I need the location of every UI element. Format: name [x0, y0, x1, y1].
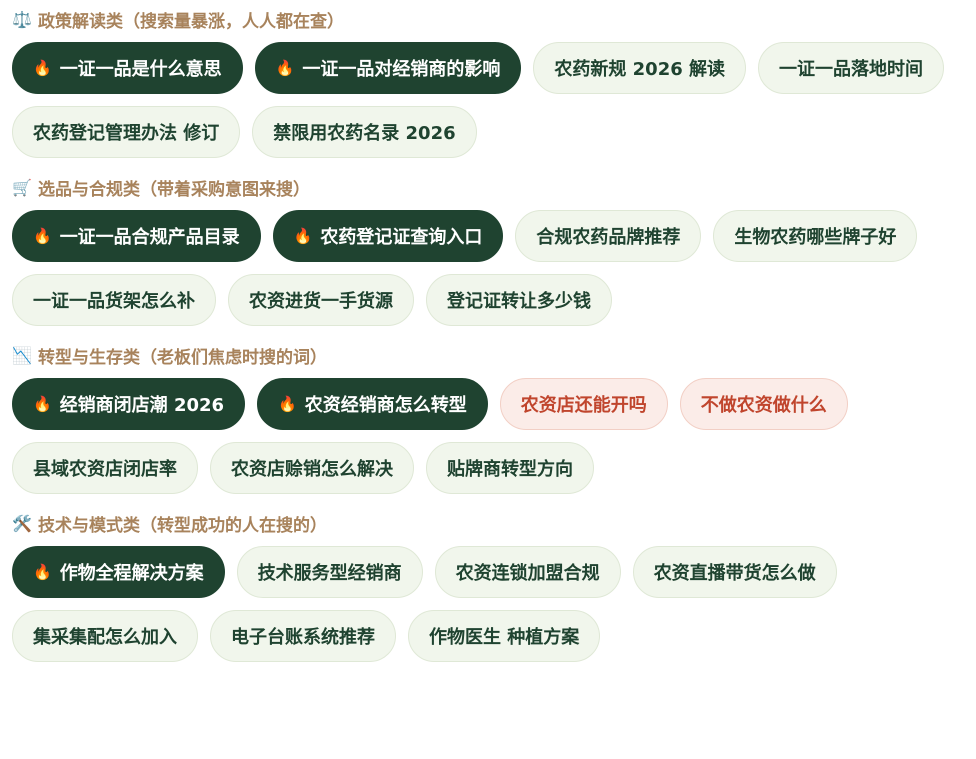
keyword-tag[interactable]: 禁限用农药名录 2026: [252, 106, 477, 158]
keyword-tag[interactable]: 作物医生 种植方案: [408, 610, 601, 662]
keyword-tag-hot[interactable]: 🔥 农药登记证查询入口: [272, 210, 504, 262]
keyword-tag-hot[interactable]: 🔥 农资经销商怎么转型: [257, 378, 488, 430]
keyword-tag[interactable]: 登记证转让多少钱: [426, 274, 612, 326]
cart-icon: 🛒: [12, 177, 32, 197]
tag-label: 技术服务型经销商: [257, 563, 402, 584]
keyword-tag[interactable]: 农药新规 2026 解读: [533, 42, 747, 94]
fire-icon: 🔥: [275, 59, 295, 77]
keyword-tag-hot[interactable]: 🔥 一证一品是什么意思: [12, 42, 243, 94]
tag-label: 农药登记管理办法 修订: [33, 123, 220, 144]
tag-label: 电子台账系统推荐: [231, 627, 375, 648]
section-heading: 🛠️ 技术与模式类（转型成功的人在搜的）: [12, 510, 964, 536]
tag-label: 一证一品对经销商的影响: [302, 59, 501, 80]
fire-icon: 🔥: [33, 395, 52, 413]
fire-icon: 🔥: [278, 395, 297, 413]
tag-label: 县域农资店闭店率: [33, 459, 177, 480]
section-heading: 🛒 选品与合规类（带着采购意图来搜）: [12, 174, 964, 200]
tag-label: 不做农资做什么: [700, 395, 827, 416]
keyword-tag[interactable]: 电子台账系统推荐: [210, 610, 396, 662]
keyword-tag[interactable]: 农资店赊销怎么解决: [210, 442, 414, 494]
tag-label: 农资进货一手货源: [249, 291, 393, 312]
tag-list: 🔥 一证一品是什么意思 🔥 一证一品对经销商的影响 农药新规 2026 解读 一证一…: [12, 42, 964, 158]
fire-icon: 🔥: [33, 227, 52, 245]
tag-label: 集采集配怎么加入: [33, 627, 177, 648]
keyword-tag[interactable]: 一证一品落地时间: [758, 42, 945, 94]
fire-icon: 🔥: [33, 59, 52, 77]
section-technology: 🛠️ 技术与模式类（转型成功的人在搜的） 🔥 作物全程解决方案 技术服务型经销商 …: [12, 510, 964, 662]
keyword-tag[interactable]: 农资连锁加盟合规: [434, 546, 621, 598]
keyword-tag[interactable]: 合规农药品牌推荐: [515, 210, 702, 262]
section-title: 选品与合规类（带着采购意图来搜）: [38, 179, 310, 200]
section-title: 政策解读类（搜索量暴涨，人人都在查）: [38, 11, 344, 32]
tag-label: 一证一品是什么意思: [59, 59, 222, 80]
tag-label: 农资经销商怎么转型: [304, 395, 467, 416]
tag-label: 农药新规 2026 解读: [554, 59, 726, 80]
tag-list: 🔥 作物全程解决方案 技术服务型经销商 农资连锁加盟合规 农资直播带货怎么做 集采…: [12, 546, 964, 662]
tag-label: 登记证转让多少钱: [447, 291, 591, 312]
tag-list: 🔥经销商闭店潮 2026 🔥农资经销商怎么转型 农资店还能开吗 不做农资做什么 …: [12, 378, 964, 494]
tag-label: 农资店赊销怎么解决: [231, 459, 393, 480]
fire-icon: 🔥: [293, 227, 313, 245]
tag-label: 作物全程解决方案: [59, 563, 204, 584]
keyword-tag[interactable]: 农药登记管理办法 修订: [12, 106, 241, 158]
tag-label: 农资直播带货怎么做: [653, 563, 816, 584]
section-selection: 🛒 选品与合规类（带着采购意图来搜） 🔥 一证一品合规产品目录 🔥 农药登记证查询入…: [12, 174, 964, 326]
tag-label: 农药登记证查询入口: [320, 227, 483, 248]
keyword-tag[interactable]: 农资直播带货怎么做: [632, 546, 837, 598]
tag-label: 农资店还能开吗: [520, 395, 647, 416]
tag-label: 禁限用农药名录 2026: [273, 123, 456, 144]
chart-down-icon: 📉: [12, 345, 32, 365]
section-heading: ⚖️ 政策解读类（搜索量暴涨，人人都在查）: [12, 6, 964, 32]
tag-label: 作物医生 种植方案: [429, 627, 580, 648]
keyword-tag-board: ⚖️ 政策解读类（搜索量暴涨，人人都在查） 🔥 一证一品是什么意思 🔥 一证一品对经…: [12, 6, 964, 662]
section-transformation: 📉 转型与生存类（老板们焦虑时搜的词） 🔥 经销商闭店潮 2026 🔥 农资经销商怎…: [12, 342, 964, 494]
keyword-tag[interactable]: 生物农药哪些牌子好: [713, 210, 918, 262]
tag-label: 一证一品货架怎么补: [33, 291, 195, 312]
tag-label: 经销商闭店潮 2026: [59, 395, 225, 416]
keyword-tag[interactable]: 农资进货一手货源: [228, 274, 414, 326]
keyword-tag-warning[interactable]: 农资店还能开吗: [499, 378, 668, 430]
tag-label: 合规农药品牌推荐: [536, 227, 681, 248]
section-title: 技术与模式类（转型成功的人在搜的）: [38, 515, 327, 536]
tag-label: 农资连锁加盟合规: [455, 563, 600, 584]
scales-icon: ⚖️: [12, 9, 32, 29]
keyword-tag-hot[interactable]: 🔥 一证一品合规产品目录: [12, 210, 261, 262]
keyword-tag-hot[interactable]: 🔥 经销商闭店潮 2026: [12, 378, 246, 430]
fire-icon: 🔥: [33, 563, 52, 581]
keyword-tag[interactable]: 县域农资店闭店率: [12, 442, 198, 494]
keyword-tag-hot[interactable]: 🔥 一证一品对经销商的影响: [254, 42, 522, 94]
section-heading: 📉 转型与生存类（老板们焦虑时搜的词）: [12, 342, 964, 368]
section-title: 转型与生存类（老板们焦虑时搜的词）: [38, 347, 327, 368]
keyword-tag[interactable]: 集采集配怎么加入: [12, 610, 198, 662]
keyword-tag[interactable]: 技术服务型经销商: [236, 546, 423, 598]
tag-list: 🔥 一证一品合规产品目录 🔥 农药登记证查询入口 合规农药品牌推荐 生物农药哪些牌子…: [12, 210, 964, 326]
tools-icon: 🛠️: [12, 513, 32, 533]
keyword-tag-hot[interactable]: 🔥 作物全程解决方案: [12, 546, 225, 598]
keyword-tag-warning[interactable]: 不做农资做什么: [679, 378, 848, 430]
keyword-tag[interactable]: 贴牌商转型方向: [426, 442, 594, 494]
tag-label: 一证一品落地时间: [779, 59, 924, 80]
tag-label: 生物农药哪些牌子好: [734, 227, 897, 248]
tag-label: 一证一品合规产品目录: [59, 227, 240, 248]
tag-label: 贴牌商转型方向: [447, 459, 573, 480]
section-policy: ⚖️ 政策解读类（搜索量暴涨，人人都在查） 🔥 一证一品是什么意思 🔥 一证一品对经…: [12, 6, 964, 158]
keyword-tag[interactable]: 一证一品货架怎么补: [12, 274, 216, 326]
